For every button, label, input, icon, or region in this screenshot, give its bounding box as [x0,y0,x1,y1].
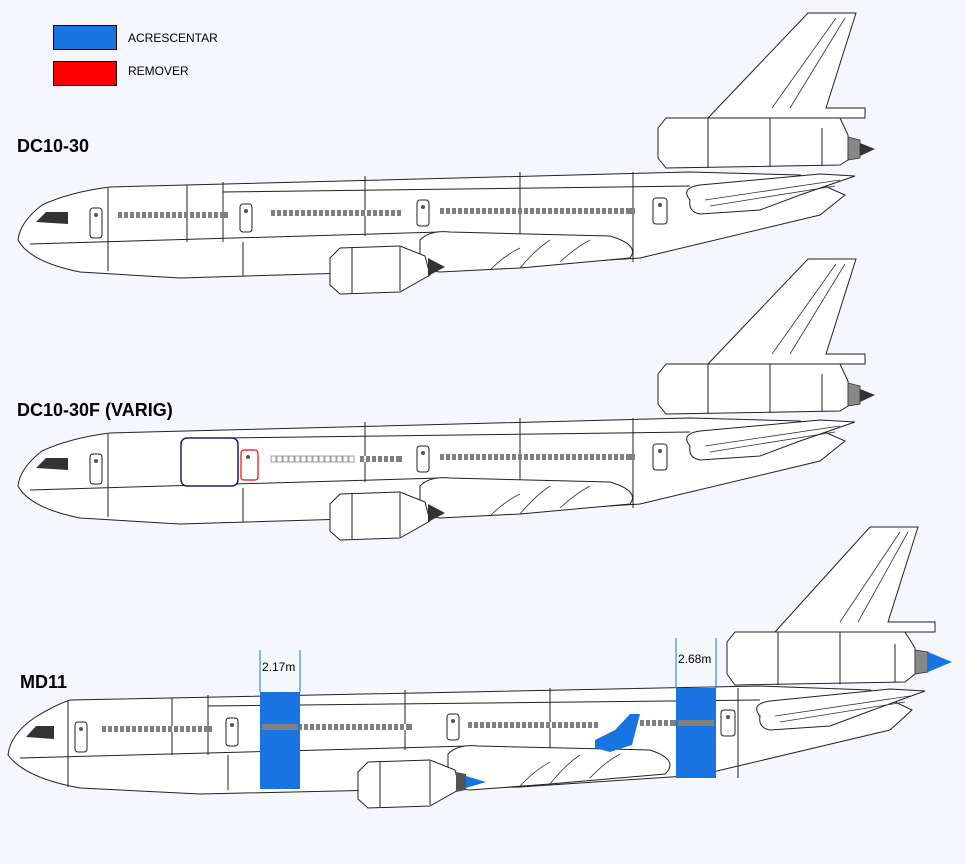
title-dc10-30: DC10-30 [17,136,90,156]
dc10-30-drawing [17,12,875,295]
md11-plug-aft-label: 2.68m [678,652,712,666]
md11-drawing [7,526,952,809]
title-dc10-30f: DC10-30F (VARIG) [17,400,173,420]
legend-swatch-remove [53,61,117,86]
md11-plug-forward [260,692,300,789]
legend-label-add: ACRESCENTAR [128,31,218,45]
legend-swatch-add [53,25,117,50]
legend-label-remove: REMOVER [128,64,189,78]
dc10-30f-drawing [17,258,875,541]
md11-plug-forward-label: 2.17m [262,660,296,674]
md11-plug-aft [676,688,716,778]
title-md11: MD11 [20,672,68,692]
